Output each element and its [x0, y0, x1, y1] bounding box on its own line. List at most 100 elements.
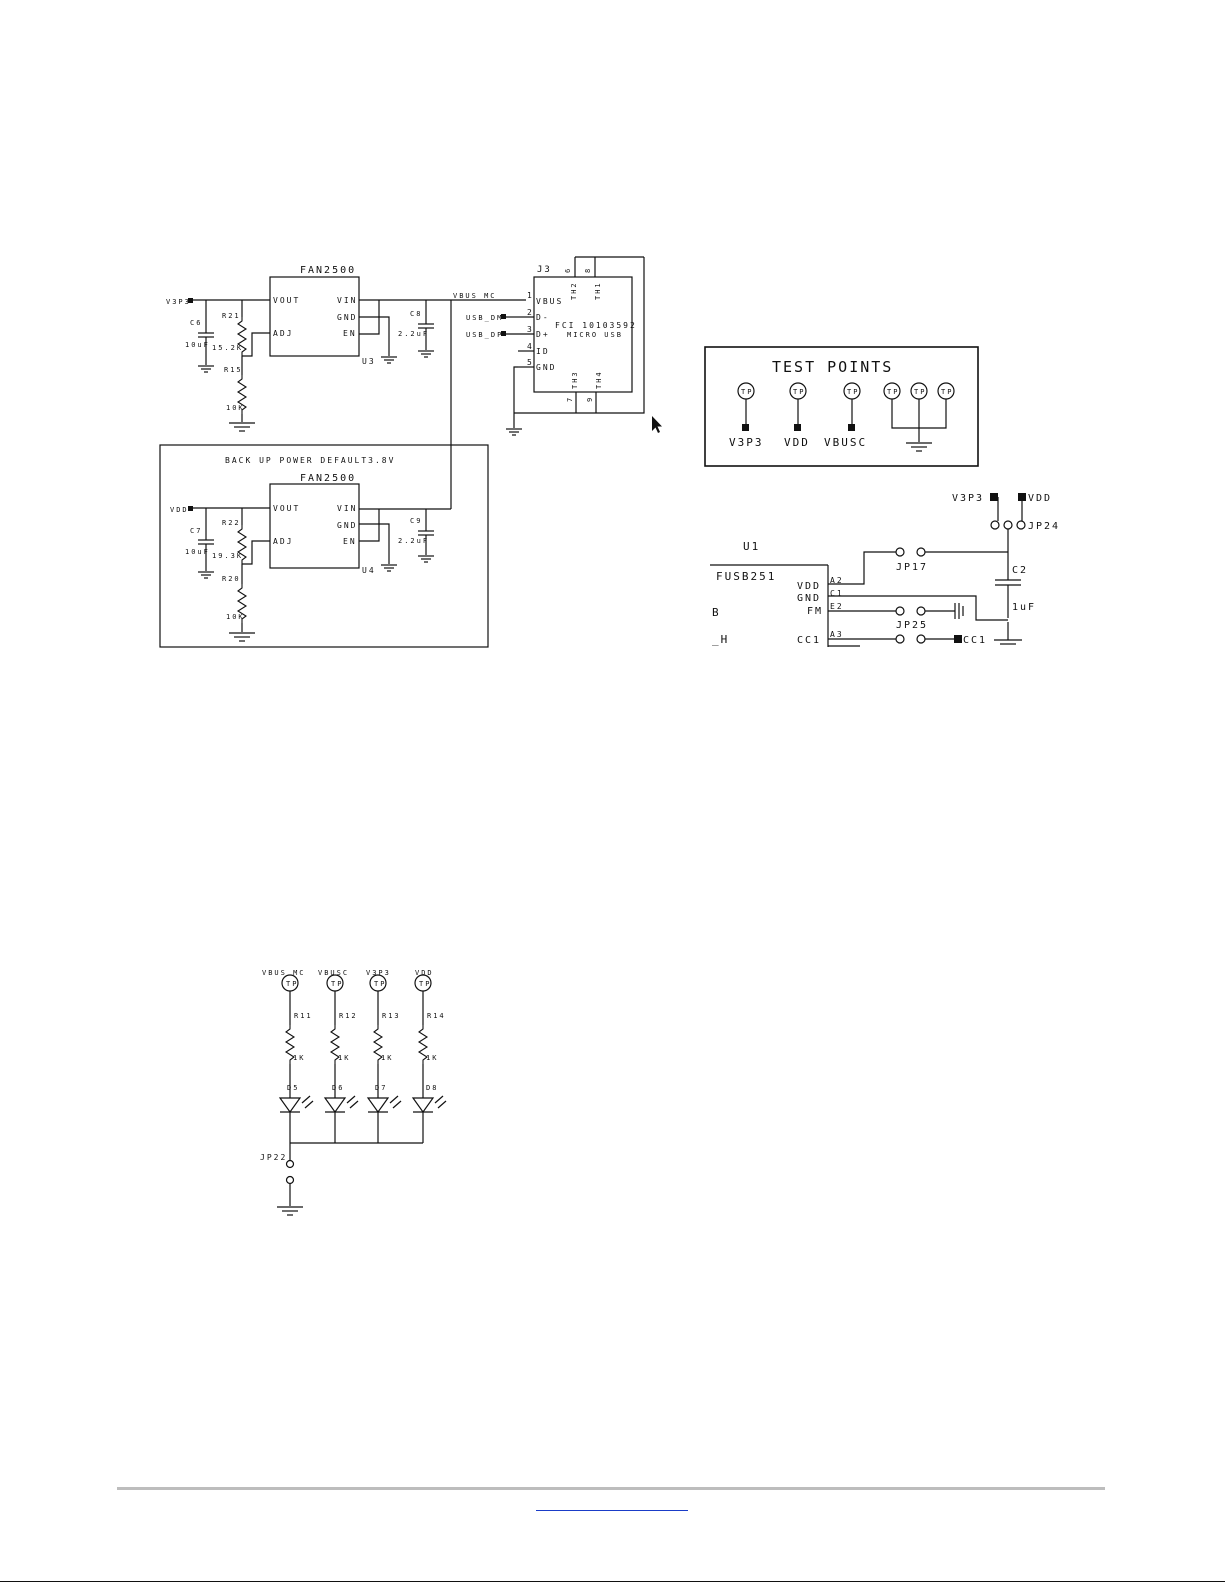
j3-tab-9-name: TH4	[595, 370, 603, 389]
r20-value: 10K	[226, 613, 245, 621]
c7-ref: C7	[190, 527, 202, 535]
led3-tp: TP	[374, 980, 386, 988]
j3-tab-9-num: 9	[586, 396, 594, 402]
u1-part: FUSB251	[716, 570, 776, 583]
j3-tab-7-name: TH3	[571, 370, 579, 389]
led3-net: V3P3	[366, 969, 391, 977]
footer-divider	[117, 1487, 1105, 1490]
j3-tab-8-name: TH1	[594, 281, 602, 300]
r20-ref: R20	[222, 575, 241, 583]
c8-ref: C8	[410, 310, 422, 318]
j3-pin-2-name: D-	[536, 313, 550, 322]
tp-net-vdd: VDD	[784, 436, 810, 449]
u4-pin-vout: VOUT	[273, 504, 300, 513]
r14-value: 1K	[426, 1054, 438, 1062]
tp-label-4: TP	[887, 388, 899, 396]
backup-frame	[159, 444, 489, 648]
j3-tab-7-num: 7	[566, 396, 574, 402]
tp-label-1: TP	[741, 388, 753, 396]
u4-pin-gnd: GND	[337, 521, 357, 530]
test-points-frame	[704, 346, 979, 467]
tp-label-3: TP	[847, 388, 859, 396]
r21-ref: R21	[222, 312, 241, 320]
u1-pin-gnd: GND	[797, 593, 821, 604]
net-vbus-mc: VBUS_MC	[453, 292, 497, 300]
led4-tp: TP	[419, 980, 431, 988]
u1-left-frag-2: _H	[712, 633, 729, 646]
r22-ref: R22	[222, 519, 241, 527]
fusb-net-vdd: VDD	[1028, 493, 1052, 504]
tp2-port	[794, 424, 801, 431]
u3-v3p3-port	[188, 298, 193, 303]
r15-value: 10K	[226, 404, 245, 412]
fusb-cc1-port	[954, 635, 962, 643]
j3-part-desc: MICRO USB	[567, 331, 623, 339]
backup-title: BACK UP POWER DEFAULT3.8V	[225, 456, 395, 465]
j3-pin-4-num: 4	[527, 342, 534, 351]
j3-pin-5-name: GND	[536, 363, 556, 372]
u4-chip-name: FAN2500	[300, 473, 356, 484]
u1-ref: U1	[743, 540, 760, 553]
page-bottom-rule	[0, 1581, 1225, 1582]
j3-pin-1-name: VBUS	[536, 297, 563, 306]
d6-ref: D6	[332, 1084, 344, 1092]
d7-ref: D7	[375, 1084, 387, 1092]
mouse-pointer-icon	[652, 416, 662, 433]
j3-tab-6-num: 6	[564, 267, 572, 273]
u1-ball-e2: E2	[830, 602, 844, 611]
j3-part-number: FCI 10103592	[555, 321, 637, 330]
u4-input-net: VDD	[170, 506, 189, 514]
j3-pin-5-num: 5	[527, 358, 534, 367]
led2-tp: TP	[331, 980, 343, 988]
jp25-label: JP25	[896, 620, 928, 631]
c2-ref: C2	[1012, 565, 1028, 576]
fusb-block: U1 FUSB251 B _H VDD A2 GND C1 FM E2 CC1 …	[710, 493, 1058, 647]
r13-value: 1K	[381, 1054, 393, 1062]
u3-input-net: V3P3	[166, 298, 191, 306]
fusb-net-v3p3: V3P3	[952, 493, 984, 504]
footer-link[interactable]	[536, 1496, 688, 1511]
tp-label-6: TP	[941, 388, 953, 396]
r11-value: 1K	[293, 1054, 305, 1062]
tp-net-v3p3: V3P3	[729, 436, 764, 449]
u1-pin-vdd: VDD	[797, 581, 821, 592]
r14-ref: R14	[427, 1012, 446, 1020]
c9-value: 2.2uF	[398, 537, 429, 545]
tp3-port	[848, 424, 855, 431]
u1-ball-a3: A3	[830, 630, 844, 639]
u3-chip-name: FAN2500	[300, 265, 356, 276]
led-indicators: VBUS_MC TP R11 1K D5 VBUSC TP R12 1K D6 …	[260, 969, 447, 1216]
r11-ref: R11	[294, 1012, 313, 1020]
d5-ref: D5	[287, 1084, 299, 1092]
j3-pin-2-num: 2	[527, 308, 534, 317]
u4-pin-adj: ADJ	[273, 537, 293, 546]
u1-ball-c1: C1	[830, 589, 844, 598]
led1-net: VBUS_MC	[262, 969, 306, 977]
u1-pin-fm: FM	[807, 606, 823, 617]
r12-value: 1K	[338, 1054, 350, 1062]
c2-value: 1uF	[1012, 602, 1036, 613]
u3-pin-gnd: GND	[337, 313, 357, 322]
tp-label-5: TP	[914, 388, 926, 396]
u3-pin-en: EN	[343, 329, 357, 338]
c8-value: 2.2uF	[398, 330, 429, 338]
led4-net: VDD	[415, 969, 434, 977]
net-usb-dm: USB_DM	[466, 314, 503, 322]
fusb-v3p3-port	[990, 493, 998, 501]
j3-pin-1-num: 1	[527, 291, 534, 300]
u4-vdd-port	[188, 506, 193, 511]
tp1-port	[742, 424, 749, 431]
usb-connector: J3 1 VBUS 2 D- 3 D+ 4 ID 5 GND USB_DM US…	[466, 256, 645, 436]
usb-dp-port	[501, 331, 506, 336]
jp22-label: JP22	[260, 1153, 287, 1162]
j3-ref: J3	[537, 265, 552, 275]
d8-ref: D8	[426, 1084, 438, 1092]
u4-pin-vin: VIN	[337, 504, 357, 513]
r12-ref: R12	[339, 1012, 358, 1020]
u1-left-frag-1: B	[712, 606, 721, 619]
c6-value: 10uF	[185, 341, 210, 349]
r21-value: 15.2K	[212, 344, 243, 352]
led2-net: VBUSC	[318, 969, 349, 977]
r22-value: 19.3K	[212, 552, 243, 560]
j3-pin-3-num: 3	[527, 325, 534, 334]
